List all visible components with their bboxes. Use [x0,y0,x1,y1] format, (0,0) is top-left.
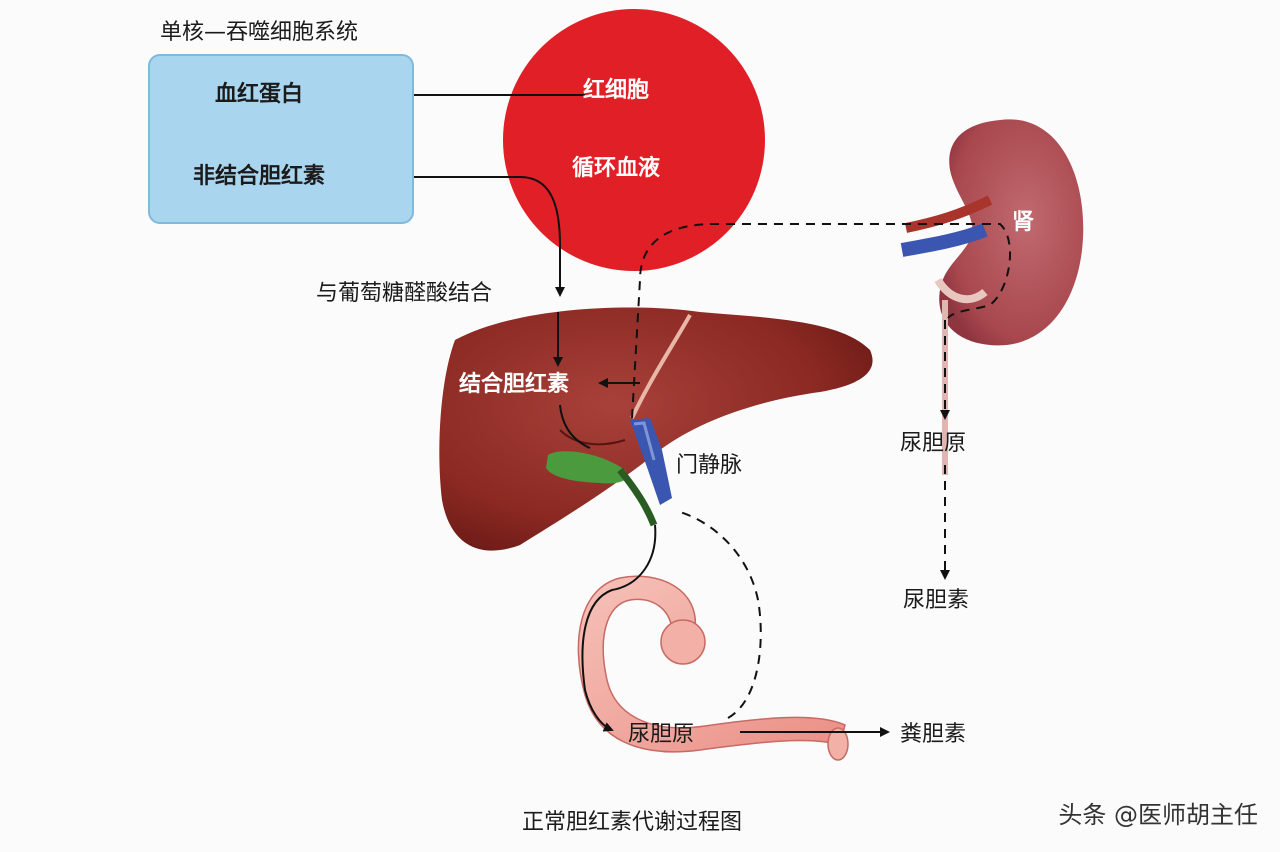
unconjugated-bilirubin-label: 非结合胆红素 [193,164,326,189]
diagram-caption: 正常胆红素代谢过程图 [522,810,743,835]
arrow-liver-to-intestine [581,524,657,732]
liver-ligament [630,314,692,419]
red-blood-cell-label: 红细胞 [583,78,650,103]
bile-duct [617,467,658,527]
dashed-portal-to-blood [631,223,711,419]
intestine-opening [660,619,706,665]
renal-vein-shape [900,223,988,257]
kidney-shape [939,119,1084,346]
kidney-hilum [934,277,988,304]
urobilinogen-urine-label: 尿胆原 [900,431,967,456]
colon-end [827,727,849,761]
conjugated-bilirubin-label: 结合胆红素 [459,372,570,397]
system-title: 单核—吞噬细胞系统 [160,20,359,45]
blood-circle [503,9,765,271]
urobilin-label: 尿胆素 [903,588,970,613]
watermark: 头条 @医师胡主任 [1058,801,1258,829]
arrow-unconjugated-to-conjugation [375,176,565,297]
hemoglobin-label: 血红蛋白 [215,82,304,107]
portal-vein-shape [630,418,672,505]
gallbladder-shape [546,451,628,484]
conjugated-to-duct-line [559,404,591,449]
portal-vein-highlight [633,421,656,461]
liver-shape [439,307,873,551]
circulating-blood-label: 循环血液 [572,156,661,181]
urobilinogen-intestine-label: 尿胆原 [628,722,695,747]
glucuronic-conjugation-label: 与葡萄糖醛酸结合 [316,281,493,306]
liver-fissure [559,429,626,446]
dashed-blood-to-kidney [710,223,1012,319]
stercobilin-label: 粪胆素 [900,722,967,747]
portal-vein-label: 门静脉 [676,453,743,478]
dashed-intestine-to-portal [679,511,762,719]
renal-artery-shape [904,195,993,233]
intestine-shape [577,575,846,753]
kidney-label: 肾 [1012,210,1035,235]
mononuclear-phagocyte-box [148,54,414,224]
